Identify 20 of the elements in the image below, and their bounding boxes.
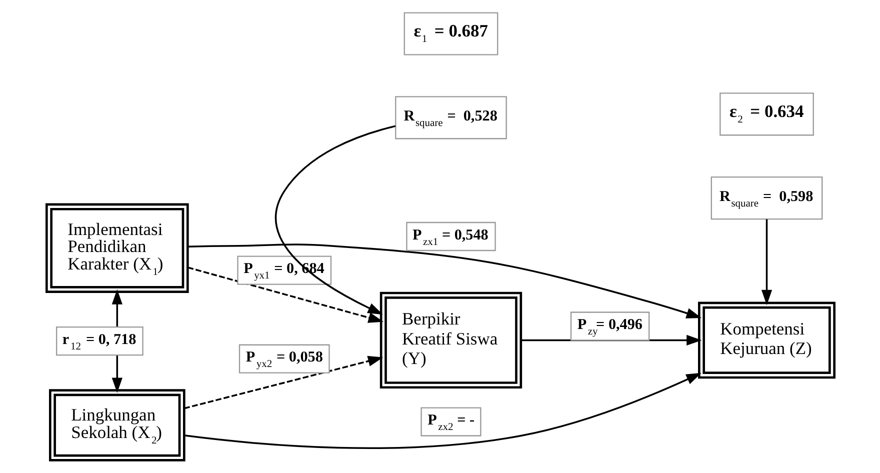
arrow (184, 356, 383, 410)
arrow (111, 289, 122, 393)
node-box: Berpikir Kreatif Siswa (Y) (379, 292, 522, 389)
arrow (760, 219, 772, 306)
edge-label: P$_{zx2}$ = - (427, 412, 474, 434)
edge-label: P$_{zy}$= 0,496 (576, 317, 642, 338)
label: ε$_{2}$ = 0.634 (728, 101, 804, 126)
node-box: Lingkungan Sekolah (X$_{2}$) (48, 389, 185, 462)
edge-label: P$_{yx2}$ = 0,058 (245, 350, 322, 370)
edge-label: P$_{zx1}$ = 0,548 (412, 227, 488, 248)
arrow (187, 244, 702, 318)
arrow (187, 266, 384, 323)
edge-label: r$_{12}$ = 0, 718 (62, 332, 136, 352)
node-box: R$_{square}$ = 0,528 (394, 96, 506, 140)
arrow (184, 372, 701, 450)
label: ε$_{1}$ = 0.687 (413, 20, 488, 46)
node-box: Implementasi Pendidikan Karakter (X$_{1}$) (45, 203, 188, 294)
node-box: R$_{square}$ = 0,598 (710, 176, 822, 220)
node-box: Kompetensi Kejuruan (Z) (698, 302, 835, 379)
arrow (274, 125, 396, 315)
